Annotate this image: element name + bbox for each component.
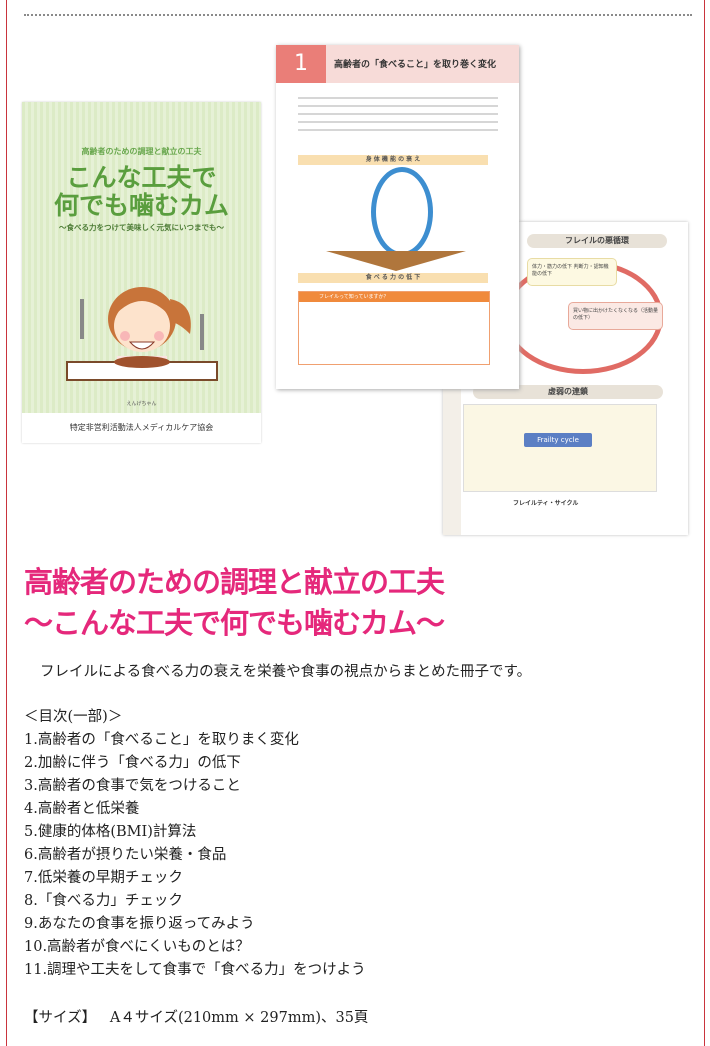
chain-title: 虚弱の連鎖 <box>473 385 663 399</box>
cover-publisher: 特定非営利活動法人メディカルケア協会 <box>22 413 261 443</box>
size-value: A４サイズ(210mm × 297mm)、35頁 <box>109 1010 369 1026</box>
chapter-number: 1 <box>276 45 326 83</box>
size-info: 【サイズ】 A４サイズ(210mm × 297mm)、35頁 <box>24 1006 368 1027</box>
table-header: 身 体 機 能 の 衰 え <box>298 155 488 165</box>
size-label: 【サイズ】 <box>24 1010 97 1026</box>
cover-title: こんな工夫で 何でも噛むカム <box>22 164 261 220</box>
table-of-contents: ＜目次(一部)＞ 1.高齢者の「食べること」を取りまく変化 2.加齢に伴う「食べ… <box>24 706 366 982</box>
cover-series-label: 高齢者のための調理と献立の工夫 <box>81 147 202 156</box>
page-title: 高齢者のための調理と献立の工夫 ～こんな工夫で何でも噛むカム～ <box>24 562 445 644</box>
frailty-cycle-label: Frailty cycle <box>524 433 592 447</box>
diagram-caption: フレイルティ・サイクル <box>513 500 579 507</box>
chapter-title: 高齢者の「食べること」を取り巻く変化 <box>334 60 497 70</box>
intro-text: フレイルによる食べる力の衰えを栄養や食事の視点からまとめた冊子です。 <box>40 664 532 680</box>
down-arrow-icon <box>326 251 466 271</box>
character-name: えんげちゃん <box>126 401 157 407</box>
booklet-page-1-image: 1 高齢者の「食べること」を取り巻く変化 身 体 機 能 の 衰 え 食 べ る… <box>276 45 519 389</box>
toc-item: 2.加齢に伴う「食べる力」の低下 <box>24 755 241 771</box>
info-box-title: フレイルって知っていますか？ <box>299 292 489 302</box>
page-frame <box>6 0 705 1046</box>
toc-item: 1.高齢者の「食べること」を取りまく変化 <box>24 732 299 748</box>
cover-subtitle: ～食べる力をつけて美味しく元気にいつまでも～ <box>59 223 224 232</box>
frailty-cycle-diagram: Frailty cycle <box>463 404 657 492</box>
toc-item: 11.調理や工夫をして食事で「食べる力」をつけよう <box>24 962 366 978</box>
toc-item: 3.高齢者の食事で気をつけること <box>24 778 241 794</box>
toc-item: 6.高齢者が摂りたい栄養・食品 <box>24 847 227 863</box>
toc-item: 5.健康的体格(BMI)計算法 <box>24 824 197 840</box>
title-line-2: ～こんな工夫で何でも噛むカム～ <box>24 606 445 640</box>
body-text-lines <box>298 97 498 137</box>
booklet-cover-image: 高齢者のための調理と献立の工夫 こんな工夫で 何でも噛むカム ～食べる力をつけて… <box>22 102 261 443</box>
cover-title-line2: 何でも噛むカム <box>53 191 229 220</box>
toc-heading: ＜目次(一部)＞ <box>24 709 123 725</box>
cycle-box-1: 体力・筋力の低下 判断力・認知機能の低下 <box>527 258 617 286</box>
toc-item: 10.高齢者が食べにくいものとは？ <box>24 939 250 955</box>
title-line-1: 高齢者のための調理と献立の工夫 <box>24 565 445 599</box>
dotted-divider <box>24 14 692 16</box>
vicious-cycle-title: フレイルの悪循環 <box>527 234 667 248</box>
toc-item: 8.「食べる力」チェック <box>24 893 183 909</box>
toc-item: 7.低栄養の早期チェック <box>24 870 183 886</box>
cycle-arrows-icon <box>371 167 433 257</box>
table-footer: 食 べ る 力 の 低 下 <box>298 273 488 283</box>
toc-item: 4.高齢者と低栄養 <box>24 801 140 817</box>
toc-item: 9.あなたの食事を振り返ってみよう <box>24 916 255 932</box>
girl-eating-illustration <box>66 287 218 381</box>
cycle-box-2: 買い物に出かけたくなくなる（活動量の低下） <box>568 302 663 330</box>
cover-title-line1: こんな工夫で <box>66 163 217 192</box>
info-box: フレイルって知っていますか？ <box>298 291 490 365</box>
